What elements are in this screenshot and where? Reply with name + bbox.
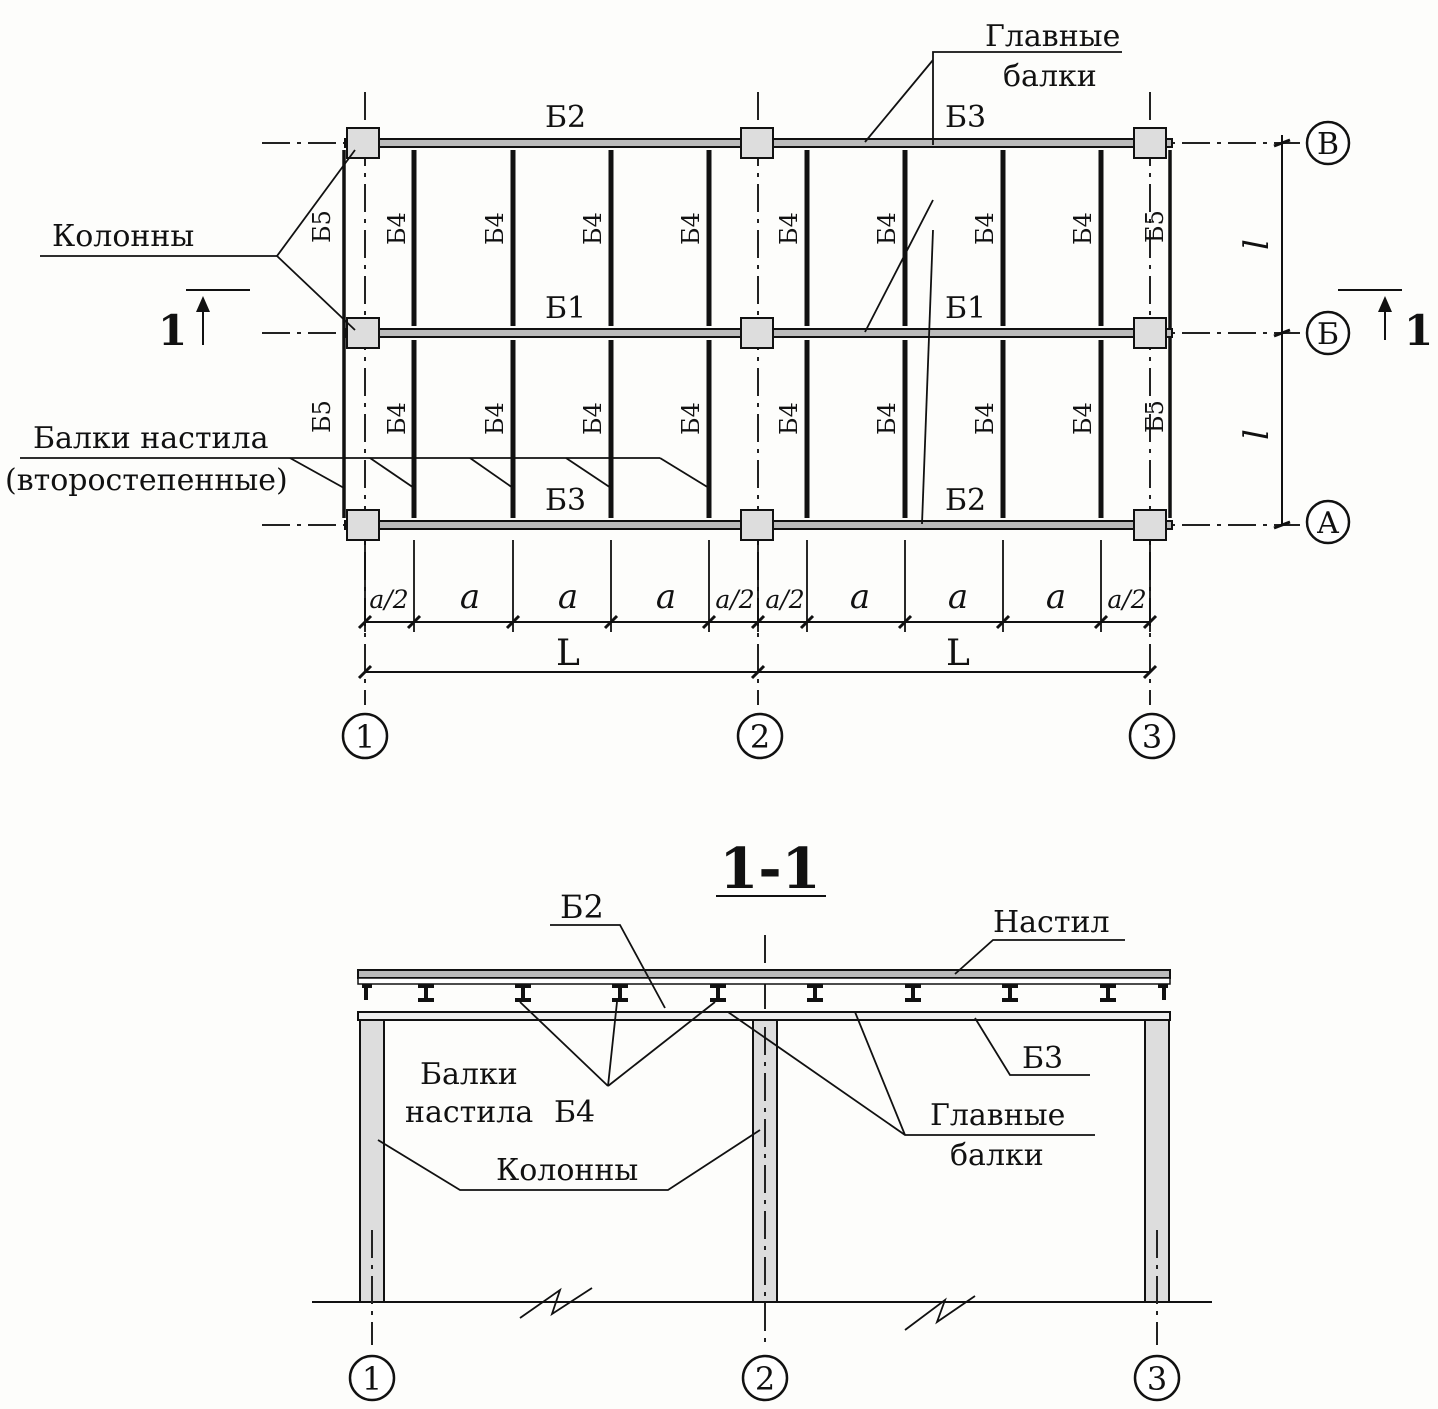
- section-secondary-beams: [362, 984, 1168, 1002]
- section-label-balki-main: балки: [950, 1138, 1044, 1173]
- section-label-balki: Балки: [420, 1057, 518, 1092]
- section-mark-right: 1: [1338, 289, 1433, 355]
- dim-a-half: a/2: [715, 585, 754, 614]
- section-label-b3: Б3: [1022, 1041, 1063, 1076]
- section-label-glavnye: Главные: [930, 1098, 1065, 1133]
- section-label-nastila: настила: [405, 1095, 533, 1130]
- beam-labels: Б5 Б4 Б4 Б4 Б4 Б4 Б4 Б4 Б4 Б5 Б5 Б4 Б4 Б…: [308, 210, 1169, 435]
- decking: [357, 969, 1171, 979]
- secondary-beam-label: Б4: [1069, 402, 1097, 435]
- section-mark-right-number: 1: [1404, 306, 1433, 355]
- section-view: 1-1: [312, 836, 1212, 1402]
- label-glavnye-1: Главные: [985, 19, 1120, 54]
- dim-a: a: [460, 577, 480, 617]
- leader-columns: Колонны: [40, 149, 356, 331]
- row-bubbles: В Б А: [1305, 120, 1351, 545]
- dim-a: a: [850, 577, 870, 617]
- section-label-b4: Б4: [554, 1095, 595, 1130]
- secondary-beam-label: Б4: [775, 212, 803, 245]
- secondary-beam-label: Б4: [383, 402, 411, 435]
- girder-label-bot-left: Б3: [545, 483, 586, 518]
- col-bubble-2: 2: [750, 718, 770, 756]
- dimension-l: l l: [1237, 135, 1291, 530]
- secondary-beam-label: Б4: [383, 212, 411, 245]
- dim-L-left: L: [556, 633, 580, 674]
- dim-l-lower: l: [1237, 429, 1277, 440]
- edge-beam-label: Б5: [1141, 400, 1169, 433]
- section-mark-left-number: 1: [158, 306, 187, 355]
- dim-a-half: a/2: [1107, 585, 1146, 614]
- row-bubble-a: А: [1317, 506, 1340, 541]
- secondary-beam-label: Б4: [971, 212, 999, 245]
- break-mark-right: [904, 1295, 976, 1331]
- col-bubble-1: 1: [355, 718, 375, 756]
- girder-label-bot-right: Б2: [945, 483, 986, 518]
- secondary-beam-label: Б4: [677, 212, 705, 245]
- section-label-kolonny: Колонны: [496, 1153, 638, 1188]
- label-glavnye-2: балки: [1003, 59, 1097, 94]
- col-bubble-3: 3: [1142, 718, 1162, 756]
- decking-sheet: [357, 977, 1171, 985]
- dim-a: a: [1046, 577, 1066, 617]
- dimension-a-chain: a/2 a a a a/2 a/2 a a a a/2: [357, 540, 1158, 632]
- secondary-beam-label: Б4: [579, 402, 607, 435]
- section-col-bubble-1: 1: [362, 1360, 382, 1398]
- section-mark-left: 1: [158, 289, 250, 355]
- secondary-beam-label: Б4: [873, 212, 901, 245]
- secondary-beam-label: Б4: [873, 402, 901, 435]
- leader-main-girders: Главные балки: [864, 19, 1122, 525]
- edge-beam-label: Б5: [308, 400, 336, 433]
- row-bubble-v: В: [1317, 127, 1339, 162]
- section-label-b2: Б2: [560, 888, 604, 926]
- edge-beam-label: Б5: [1141, 210, 1169, 243]
- dimension-L-chain: L L: [357, 633, 1158, 680]
- dim-a-half: a/2: [369, 585, 408, 614]
- edge-beam-label: Б5: [308, 210, 336, 243]
- dim-L-right: L: [946, 633, 970, 674]
- main-girder-elevation: [357, 1011, 1171, 1021]
- secondary-beam-label: Б4: [481, 402, 509, 435]
- dim-a: a: [558, 577, 578, 617]
- label-kolonny: Колонны: [52, 219, 194, 254]
- girder-label-top-right: Б3: [945, 100, 986, 135]
- label-vtorostepennye: (второстепенные): [5, 463, 288, 498]
- secondary-beam-label: Б4: [971, 402, 999, 435]
- secondary-beam-label: Б4: [1069, 212, 1097, 245]
- dim-a: a: [948, 577, 968, 617]
- secondary-beam-label: Б4: [677, 402, 705, 435]
- section-title: 1-1: [719, 836, 820, 902]
- girder-label-mid-right: Б1: [945, 291, 986, 326]
- secondary-beam-label: Б4: [579, 212, 607, 245]
- girder-label-top-left: Б2: [545, 100, 586, 135]
- secondary-beams: [411, 150, 1104, 518]
- secondary-beam-label: Б4: [481, 212, 509, 245]
- plan-view: Б2 Б3 Б1 Б1 Б3 Б2 Б5 Б4 Б4 Б4 Б4 Б4 Б4 Б…: [5, 19, 1433, 760]
- section-col-bubble-3: 3: [1147, 1360, 1167, 1398]
- label-balki-nastila: Балки настила: [33, 421, 269, 456]
- dim-a-half: a/2: [765, 585, 804, 614]
- secondary-beam-label: Б4: [775, 402, 803, 435]
- break-mark-left: [519, 1287, 593, 1319]
- section-col-bubble-2: 2: [755, 1360, 775, 1398]
- dim-a: a: [656, 577, 676, 617]
- dim-l-upper: l: [1237, 239, 1277, 250]
- plan-col-bubbles: 1 2 3: [341, 712, 1176, 760]
- section-col-bubbles: 1 2 3: [348, 1354, 1181, 1402]
- leader-secondary-beams: Балки настила (второстепенные): [5, 421, 710, 498]
- row-bubble-b: Б: [1317, 317, 1339, 352]
- section-label-nastil: Настил: [993, 905, 1110, 940]
- girder-label-mid-left: Б1: [545, 291, 586, 326]
